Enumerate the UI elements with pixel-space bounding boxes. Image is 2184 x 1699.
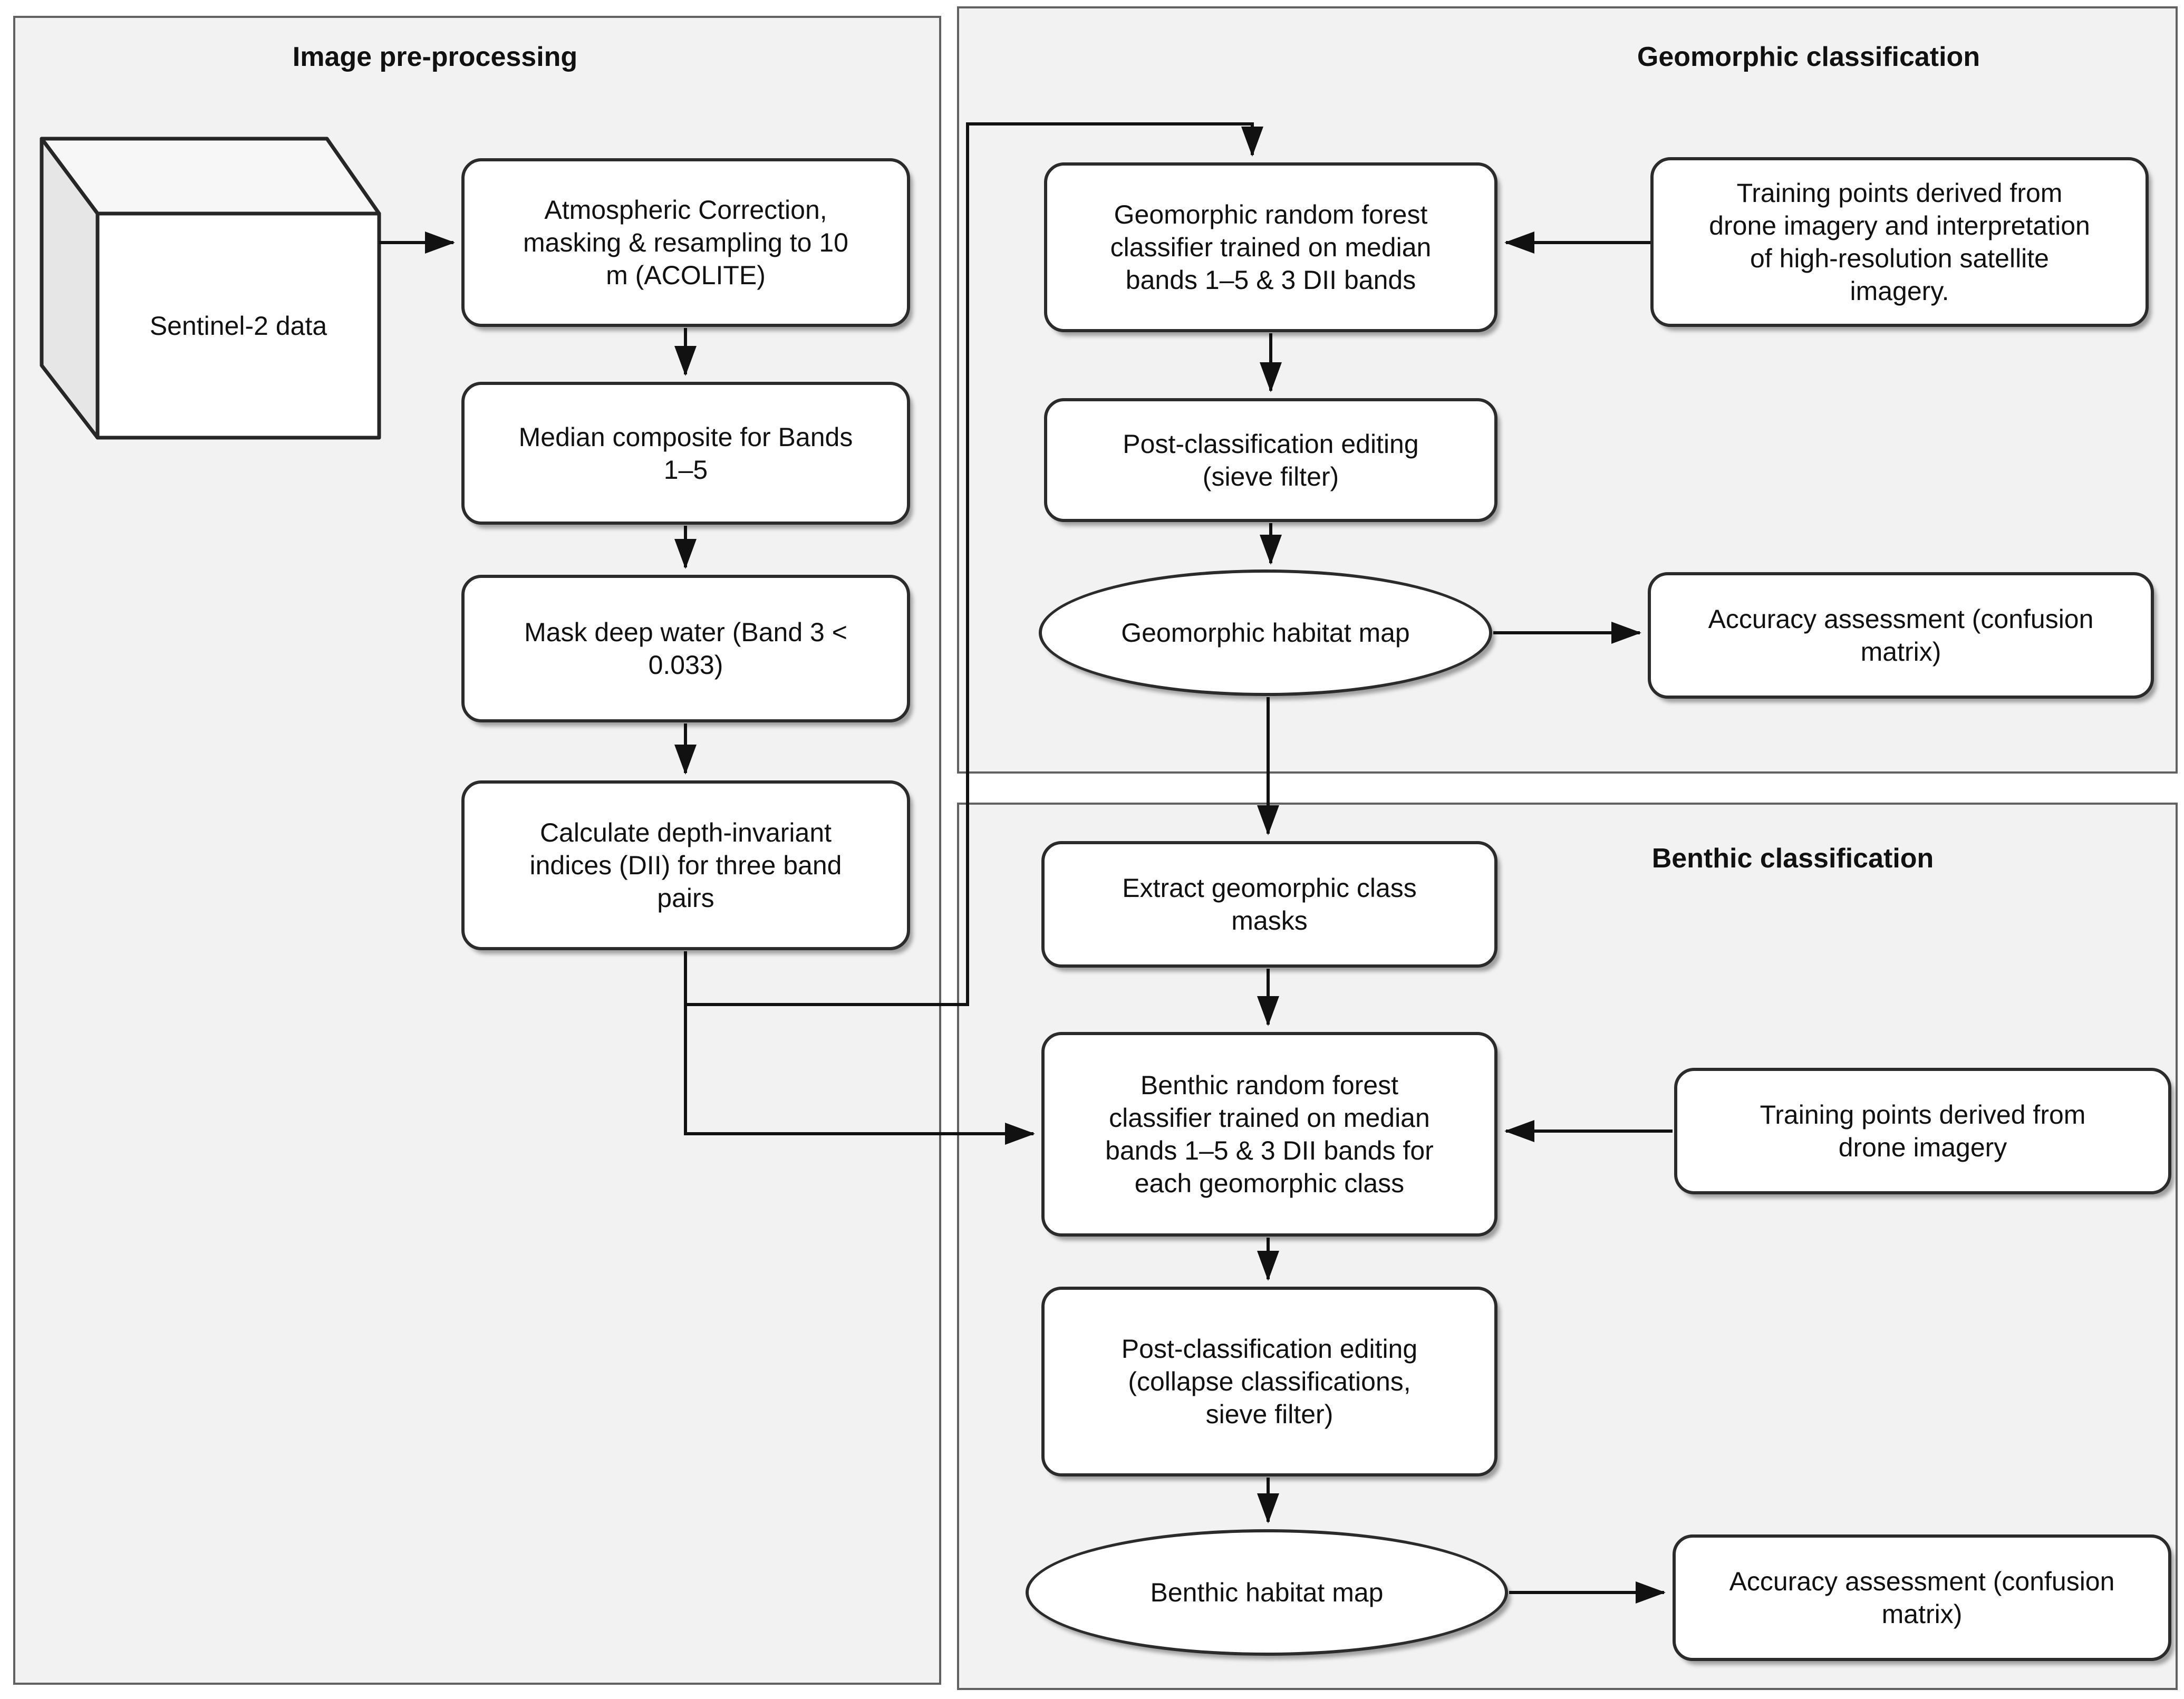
node-label: Calculate depth-invariant indices (DII) …: [529, 818, 842, 913]
sentinel2-cube-shape: [40, 137, 381, 440]
node-mask-deep-water: Mask deep water (Band 3 < 0.033): [461, 575, 910, 722]
node-label: Accuracy assessment (confusion matrix): [1708, 604, 2094, 667]
node-benthic-habitat-map: Benthic habitat map: [1026, 1529, 1508, 1656]
node-label: Training points derived from drone image…: [1760, 1100, 2086, 1162]
node-post-classification-sieve: Post-classification editing (sieve filte…: [1044, 398, 1497, 522]
node-label: Geomorphic random forest classifier trai…: [1110, 200, 1432, 295]
node-label: Atmospheric Correction, masking & resamp…: [523, 195, 848, 290]
node-label: Extract geomorphic class masks: [1122, 873, 1417, 935]
node-label: Accuracy assessment (confusion matrix): [1729, 1567, 2115, 1629]
node-accuracy-assessment-benthic: Accuracy assessment (confusion matrix): [1673, 1534, 2171, 1661]
node-atmospheric-correction: Atmospheric Correction, masking & resamp…: [461, 158, 910, 327]
node-accuracy-assessment-geomorphic: Accuracy assessment (confusion matrix): [1648, 572, 2154, 699]
node-training-points-drone: Training points derived from drone image…: [1674, 1068, 2171, 1194]
node-label: Post-classification editing (sieve filte…: [1123, 429, 1419, 491]
arrow-dii-to-benthic-rf: [684, 1005, 1035, 1145]
panel-title-geomorphic-classification: Geomorphic classification: [1637, 42, 1980, 72]
node-benthic-rf-classifier: Benthic random forest classifier trained…: [1041, 1032, 1497, 1237]
node-label: Benthic random forest classifier trained…: [1105, 1070, 1434, 1198]
node-median-composite: Median composite for Bands 1–5: [461, 382, 910, 525]
node-training-points-geomorphic: Training points derived from drone image…: [1650, 157, 2149, 327]
node-label: Sentinel-2 data: [149, 311, 327, 341]
node-sentinel2-data: Sentinel-2 data: [98, 214, 379, 438]
arrow-dii-to-geomorphic-rf: [684, 122, 1263, 1006]
node-post-classification-collapse: Post-classification editing (collapse cl…: [1041, 1287, 1497, 1476]
node-label: Training points derived from drone image…: [1709, 178, 2090, 306]
panel-title-image-preprocessing: Image pre-processing: [292, 42, 578, 72]
node-label: Benthic habitat map: [1150, 1578, 1384, 1607]
node-label: Geomorphic habitat map: [1121, 618, 1410, 648]
node-geomorphic-habitat-map: Geomorphic habitat map: [1039, 569, 1492, 696]
node-label: Post-classification editing (collapse cl…: [1121, 1334, 1418, 1429]
node-extract-geomorphic-masks: Extract geomorphic class masks: [1041, 841, 1497, 968]
node-geomorphic-rf-classifier: Geomorphic random forest classifier trai…: [1044, 162, 1497, 332]
node-label: Median composite for Bands 1–5: [518, 422, 853, 485]
node-calculate-dii: Calculate depth-invariant indices (DII) …: [461, 780, 910, 950]
node-label: Mask deep water (Band 3 < 0.033): [524, 617, 847, 680]
panel-title-benthic-classification: Benthic classification: [1651, 843, 1934, 874]
